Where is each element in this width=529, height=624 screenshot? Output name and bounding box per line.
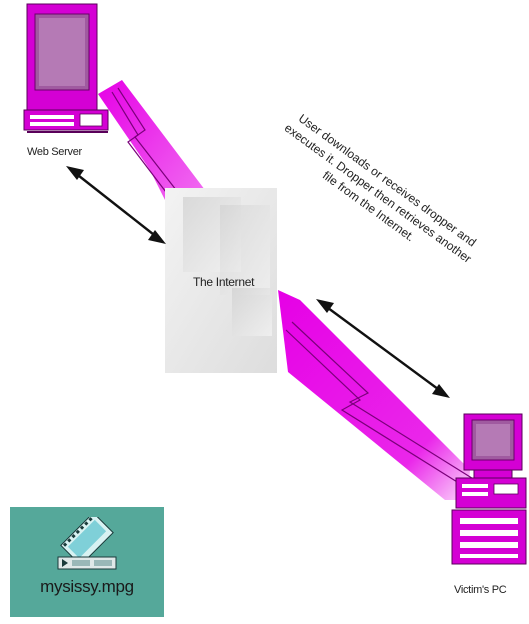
file-name-label: mysissy.mpg: [10, 577, 164, 597]
victim-pc-label: Victim's PC: [454, 584, 506, 596]
file-icon[interactable]: mysissy.mpg: [10, 507, 164, 617]
server-internet-arrow: [66, 166, 166, 244]
web-server-label: Web Server: [27, 146, 82, 158]
internet-label: The Internet: [193, 275, 254, 289]
film-clip-icon: [54, 517, 120, 573]
victim-pc-computer: [452, 414, 526, 564]
web-server-computer: [24, 4, 108, 132]
